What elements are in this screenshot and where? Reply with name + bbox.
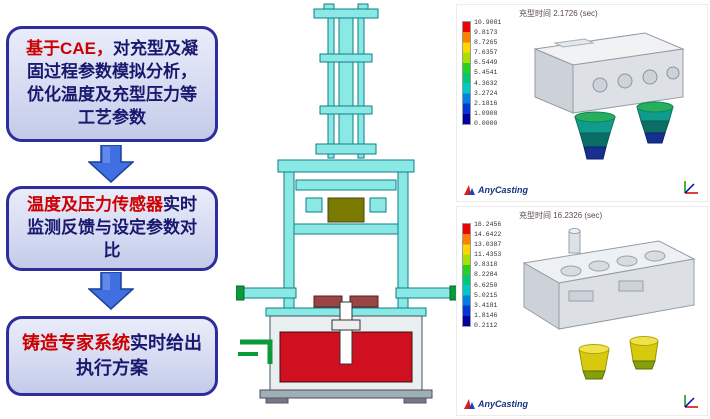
simulation-panel-filling-2: 充型时间 16.2326 (sec) 16.2456 14.6422 13.03… <box>456 206 708 416</box>
flow-box-cae-highlight: 基于CAE， <box>26 39 113 59</box>
anycasting-logo-text: AnyCasting <box>478 399 529 409</box>
legend-value: 1.8146 <box>474 311 498 319</box>
engine-block-render <box>533 32 685 160</box>
legend-value: 3.4181 <box>474 301 498 309</box>
legend-value: 9.8173 <box>474 29 498 37</box>
legend-value: 13.0387 <box>474 241 502 249</box>
engine-block-render <box>522 228 696 380</box>
legend-value: 0.2112 <box>474 321 498 329</box>
flow-box-cae-simulation: 基于CAE，对充型及凝固过程参数模拟分析，优化温度及充型压力等工艺参数 <box>6 26 218 142</box>
down-arrow-icon <box>88 145 134 183</box>
legend-value: 14.6422 <box>474 231 502 239</box>
simulation-panel-filling-1: 充型时间 2.1726 (sec) 10.9081 9.8173 8.7265 … <box>456 4 708 202</box>
legend-labels: 16.2456 14.6422 13.0387 11.4353 9.8318 8… <box>474 221 501 329</box>
simulation-title: 充型时间 2.1726 (sec) <box>519 9 598 18</box>
axis-triad-icon <box>684 181 698 194</box>
legend-value: 5.4541 <box>474 69 498 77</box>
anycasting-logo: AnyCasting <box>464 185 528 195</box>
legend-value: 2.1816 <box>474 99 498 107</box>
legend-value: 10.9081 <box>474 19 502 26</box>
legend-value: 1.0908 <box>474 109 498 117</box>
flow-box-expert-text: 铸造专家系统实时给出执行方案 <box>22 332 202 378</box>
anycasting-logo-text: AnyCasting <box>478 185 529 195</box>
color-legend: 16.2456 14.6422 13.0387 11.4353 9.8318 8… <box>462 221 501 329</box>
legend-value: 8.7265 <box>474 39 498 47</box>
flow-box-sensor-monitoring: 温度及压力传感器实时监测反馈与设定参数对比 <box>6 186 218 271</box>
anycasting-logo: AnyCasting <box>464 399 528 409</box>
legend-value: 3.2724 <box>474 89 498 97</box>
flow-box-sensor-text: 温度及压力传感器实时监测反馈与设定参数对比 <box>27 195 197 260</box>
simulation-title: 充型时间 16.2326 (sec) <box>519 211 603 220</box>
legend-value: 8.2284 <box>474 271 498 279</box>
anycasting-logo-icon <box>464 399 475 409</box>
legend-labels: 10.9081 9.8173 8.7265 7.6357 6.5449 5.45… <box>474 19 501 127</box>
legend-value: 9.8318 <box>474 261 498 269</box>
color-legend: 10.9081 9.8173 8.7265 7.6357 6.5449 5.45… <box>462 19 501 127</box>
legend-value: 6.5449 <box>474 59 498 67</box>
axis-triad-icon <box>684 395 698 408</box>
legend-value: 0.0000 <box>474 119 498 127</box>
legend-value: 6.6250 <box>474 281 498 289</box>
legend-value: 5.0215 <box>474 291 498 299</box>
casting-machine-drawing <box>236 3 458 404</box>
legend-colorbar <box>462 21 471 125</box>
legend-colorbar <box>462 223 471 327</box>
flow-box-expert-highlight: 铸造专家系统 <box>22 332 130 353</box>
flow-box-expert-system: 铸造专家系统实时给出执行方案 <box>6 316 218 396</box>
flow-box-cae-text: 基于CAE，对充型及凝固过程参数模拟分析，优化温度及充型压力等工艺参数 <box>26 39 198 127</box>
flow-box-sensor-highlight: 温度及压力传感器 <box>27 195 163 215</box>
legend-value: 4.3632 <box>474 79 498 87</box>
legend-value: 16.2456 <box>474 221 502 228</box>
anycasting-logo-icon <box>464 185 475 195</box>
legend-value: 7.6357 <box>474 49 498 57</box>
down-arrow-icon <box>88 272 134 310</box>
legend-value: 11.4353 <box>474 251 502 259</box>
